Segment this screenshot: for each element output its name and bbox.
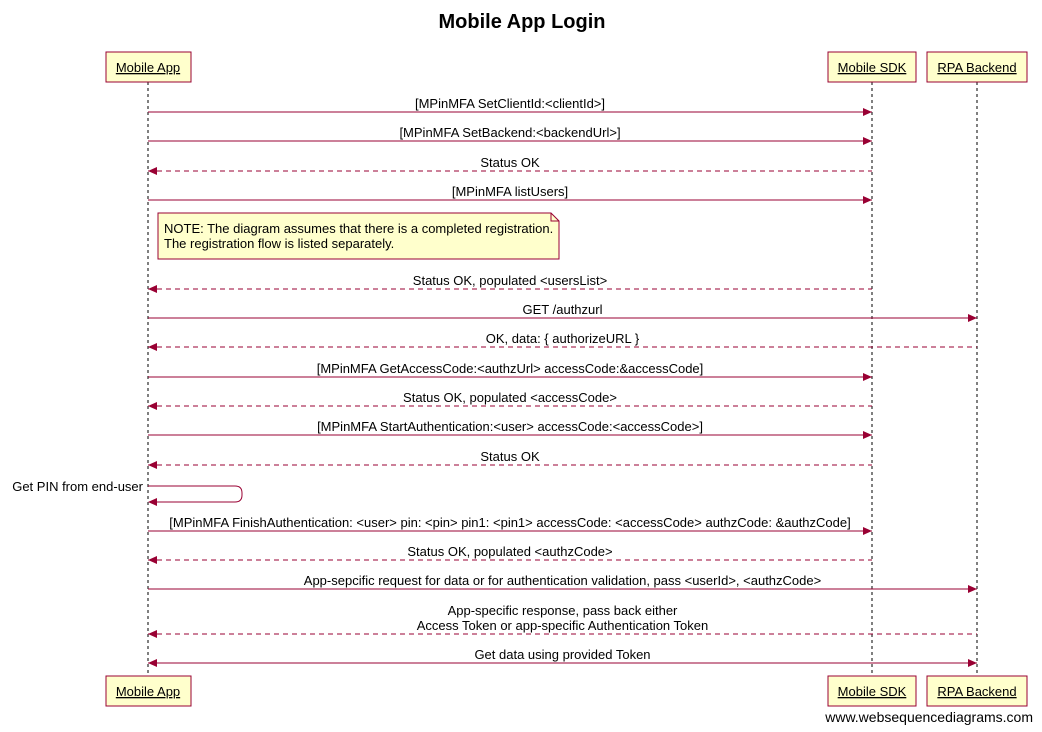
message: [MPinMFA GetAccessCode:<authzUrl> access… xyxy=(148,361,872,381)
message: [MPinMFA SetBackend:<backendUrl>] xyxy=(148,125,872,145)
message: Status OK xyxy=(148,449,872,469)
message: App-specific response, pass back eitherA… xyxy=(148,603,977,638)
participant-label: Mobile App xyxy=(116,684,180,699)
participant-mobile-app-bottom: Mobile App xyxy=(105,675,192,707)
participant-label: RPA Backend xyxy=(937,60,1016,75)
arrowhead xyxy=(148,556,157,564)
watermark: www.websequencediagrams.com xyxy=(824,709,1033,725)
participant-label: RPA Backend xyxy=(937,684,1016,699)
participant-label: Mobile SDK xyxy=(838,684,907,699)
message: Status OK, populated <accessCode> xyxy=(148,390,872,410)
message: OK, data: { authorizeURL } xyxy=(148,331,977,351)
arrowhead xyxy=(148,343,157,351)
arrowhead xyxy=(863,527,872,535)
message-label: App-specific response, pass back either xyxy=(448,603,678,618)
message-label: [MPinMFA SetBackend:<backendUrl>] xyxy=(399,125,620,140)
message: App-sepcific request for data or for aut… xyxy=(148,573,977,593)
message: Status OK, populated <usersList> xyxy=(148,273,872,293)
arrowhead xyxy=(863,373,872,381)
message: Get data using provided Token xyxy=(148,647,977,667)
arrowhead xyxy=(148,659,157,667)
arrowhead xyxy=(968,659,977,667)
message: Get PIN from end-user xyxy=(12,479,243,506)
arrowhead xyxy=(863,196,872,204)
arrowhead xyxy=(968,585,977,593)
arrowhead xyxy=(968,314,977,322)
message: [MPinMFA SetClientId:<clientId>] xyxy=(148,96,872,116)
arrowhead xyxy=(148,285,157,293)
message-label: GET /authzurl xyxy=(523,302,603,317)
note-line: The registration flow is listed separate… xyxy=(164,236,394,251)
message-label: Get PIN from end-user xyxy=(12,479,143,494)
participant-mobile-sdk-top: Mobile SDK xyxy=(827,51,917,83)
arrowhead xyxy=(148,498,157,506)
arrowhead xyxy=(863,137,872,145)
message: Status OK xyxy=(148,155,872,175)
message: [MPinMFA FinishAuthentication: <user> pi… xyxy=(148,515,872,535)
arrowhead xyxy=(863,108,872,116)
message-label: [MPinMFA FinishAuthentication: <user> pi… xyxy=(169,515,850,530)
arrowhead xyxy=(863,431,872,439)
arrowhead xyxy=(148,630,157,638)
participant-mobile-sdk-bottom: Mobile SDK xyxy=(827,675,917,707)
arrowhead xyxy=(148,167,157,175)
message-label: [MPinMFA listUsers] xyxy=(452,184,568,199)
note-line: NOTE: The diagram assumes that there is … xyxy=(164,221,553,236)
note-box xyxy=(157,212,560,260)
message: Status OK, populated <authzCode> xyxy=(148,544,872,564)
participant-rpa-backend-bottom: RPA Backend xyxy=(926,675,1028,707)
diagram-title: Mobile App Login xyxy=(438,11,605,33)
message-label: Status OK, populated <authzCode> xyxy=(407,544,612,559)
note: NOTE: The diagram assumes that there is … xyxy=(157,212,560,260)
message: GET /authzurl xyxy=(148,302,977,322)
message-label: [MPinMFA SetClientId:<clientId>] xyxy=(415,96,605,111)
self-message-line xyxy=(148,485,243,503)
message-label: Status OK xyxy=(480,449,540,464)
message: [MPinMFA listUsers] xyxy=(148,184,872,204)
message-label: Status OK xyxy=(480,155,540,170)
message-label: [MPinMFA GetAccessCode:<authzUrl> access… xyxy=(317,361,704,376)
arrowhead xyxy=(148,402,157,410)
participant-rpa-backend-top: RPA Backend xyxy=(926,51,1028,83)
messages: [MPinMFA SetClientId:<clientId>] [MPinMFA… xyxy=(12,96,977,667)
arrowhead xyxy=(148,461,157,469)
message-label: Status OK, populated <accessCode> xyxy=(403,390,617,405)
message-label: [MPinMFA StartAuthentication:<user> acce… xyxy=(317,419,703,434)
participant-label: Mobile App xyxy=(116,60,180,75)
participant-label: Mobile SDK xyxy=(838,60,907,75)
message-label: OK, data: { authorizeURL } xyxy=(486,331,640,346)
message-label: Access Token or app-specific Authenticat… xyxy=(417,618,708,633)
message-label: Status OK, populated <usersList> xyxy=(413,273,607,288)
message-label: App-sepcific request for data or for aut… xyxy=(304,573,821,588)
message-label: Get data using provided Token xyxy=(474,647,650,662)
message: [MPinMFA StartAuthentication:<user> acce… xyxy=(148,419,872,439)
participant-mobile-app-top: Mobile App xyxy=(105,51,192,83)
